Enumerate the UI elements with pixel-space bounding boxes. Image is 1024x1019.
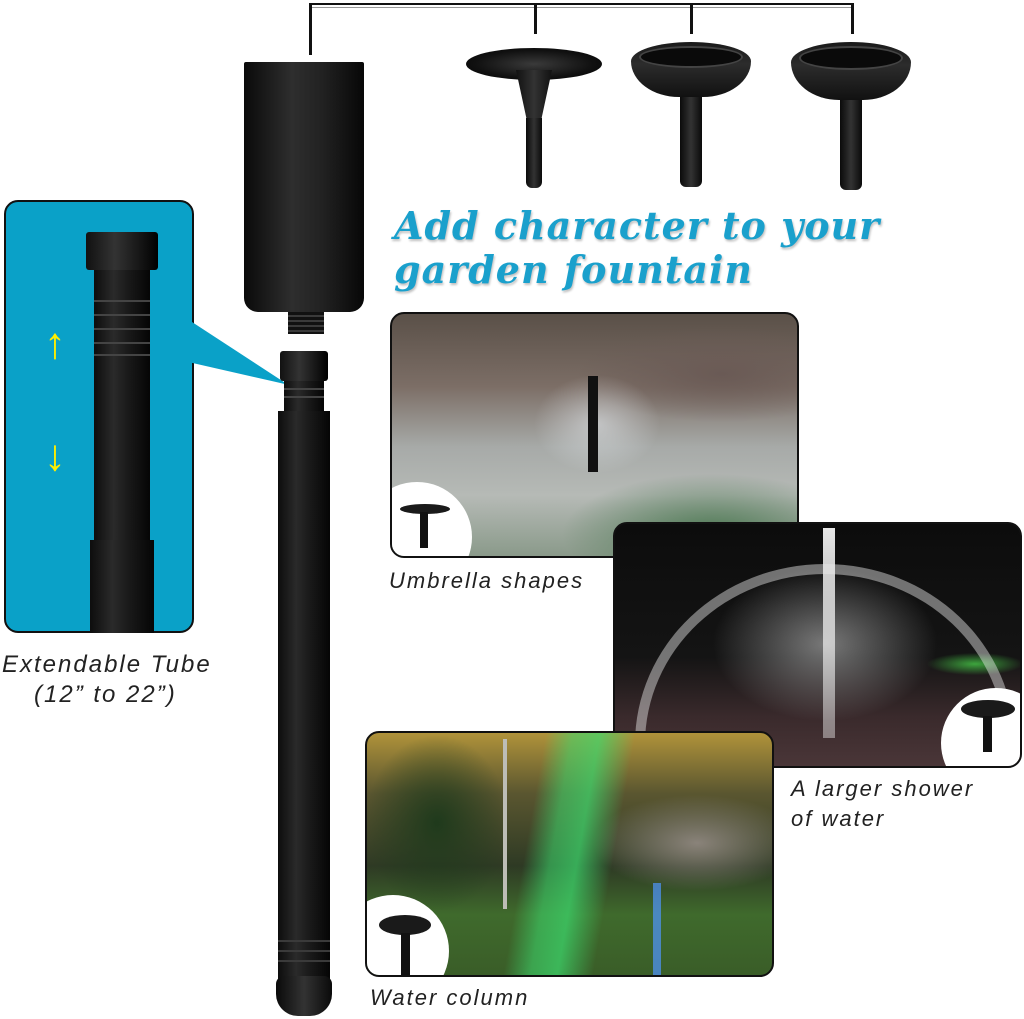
water-column-blue-jet [653, 883, 661, 975]
callout-tube-cap [86, 232, 158, 270]
water-column-caption: Water column [370, 985, 530, 1010]
bracket-drop-umbrella [534, 3, 537, 34]
bracket-drop-column [851, 3, 854, 34]
extendable-tube-range: (12” to 22”) [34, 681, 177, 708]
garden-pole [503, 739, 507, 909]
nozzle-cup-image [244, 62, 364, 312]
larger-shower-caption: A larger shower of water [791, 774, 974, 834]
shower-nozzle-thumbnail [941, 688, 1020, 766]
headline-line-1: Add character to your [394, 203, 881, 248]
parts-bracket-line [310, 3, 854, 5]
headline: Add character to your garden fountain [394, 204, 954, 292]
bracket-drop-cup [309, 3, 312, 55]
larger-shower-caption-line-2: of water [791, 806, 886, 831]
umbrella-nozzle-thumbnail [392, 482, 472, 556]
umbrella-shapes-caption: Umbrella shapes [389, 568, 585, 593]
umbrella-nozzle-image [466, 48, 602, 188]
callout-pointer [192, 322, 288, 385]
extendable-tube-label: Extendable Tube (12” to 22”) [2, 650, 282, 710]
water-column-photo [365, 731, 774, 977]
callout-tube-lower [90, 540, 154, 633]
parts-bracket-line-shadow [312, 7, 852, 8]
shower-nozzle-image [631, 42, 751, 192]
column-nozzle-thumbnail [367, 895, 449, 975]
tube-bottom-cap [276, 976, 332, 1016]
callout-tube-upper [94, 270, 150, 540]
umbrella-fountain-stem [588, 376, 598, 472]
bracket-drop-shower [690, 3, 693, 34]
extend-up-arrow-icon: ↑ [44, 319, 66, 368]
extendable-tube-image [278, 411, 330, 981]
larger-shower-caption-line-1: A larger shower [791, 776, 975, 801]
nozzle-cup-thread [288, 312, 324, 334]
column-nozzle-image [791, 42, 911, 192]
retract-down-arrow-icon: ↓ [44, 431, 66, 480]
headline-line-2: garden fountain [394, 247, 754, 292]
extendable-tube-callout: ↑ ↓ [4, 200, 194, 633]
extendable-tube-title: Extendable Tube [2, 651, 212, 678]
larger-shower-photo [613, 522, 1022, 768]
tube-top-cap [280, 351, 328, 381]
umbrella-shapes-photo [390, 312, 799, 558]
